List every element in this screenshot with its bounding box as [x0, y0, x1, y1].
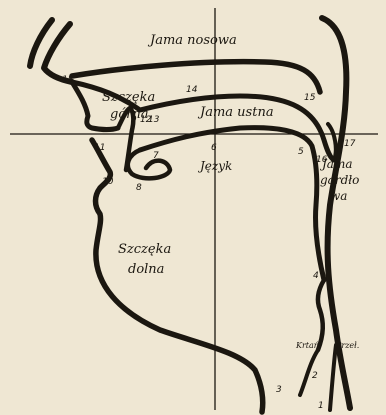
label-pharynx-3: wa [330, 189, 347, 203]
tongue-surface-outline [140, 128, 324, 280]
nose-inner-outline [44, 24, 72, 82]
marker-16: 16 [316, 155, 328, 165]
label-oral-cavity: Jama ustna [197, 105, 274, 120]
label-nasal-cavity: Jama nosowa [147, 33, 237, 48]
marker-5: 5 [298, 147, 304, 157]
marker-4: 4 [313, 271, 319, 281]
marker-17: 17 [344, 139, 356, 149]
label-larynx: Krtań [295, 341, 319, 350]
label-tongue: Język [197, 159, 232, 173]
marker-9: 9 [131, 115, 137, 125]
label-lower-jaw-1: Szczęka [118, 242, 171, 257]
marker-8: 8 [136, 183, 142, 193]
marker-10: 10 [102, 177, 114, 187]
marker-2: 2 [312, 371, 318, 381]
marker-18: 18 [62, 75, 74, 85]
marker-15: 15 [304, 93, 316, 103]
lower-lip-chin-outline [92, 140, 263, 412]
marker-3: 3 [276, 385, 282, 395]
label-lower-jaw-2: dolna [128, 262, 164, 277]
tongue-tip-outline [128, 150, 170, 178]
label-pharynx-2: gardło [320, 173, 359, 187]
label-esophagus: Przeł. [335, 341, 359, 350]
marker-11: 11 [94, 143, 105, 153]
marker-7: 7 [153, 151, 159, 161]
esophagus-front-outline [330, 345, 336, 410]
epiglottis-outline [318, 280, 324, 350]
marker-1: 1 [318, 401, 324, 411]
marker-13: 13 [148, 115, 160, 125]
marker-6: 6 [211, 143, 217, 153]
label-upper-jaw-1: Szczęka [102, 90, 155, 105]
marker-14: 14 [186, 85, 198, 95]
